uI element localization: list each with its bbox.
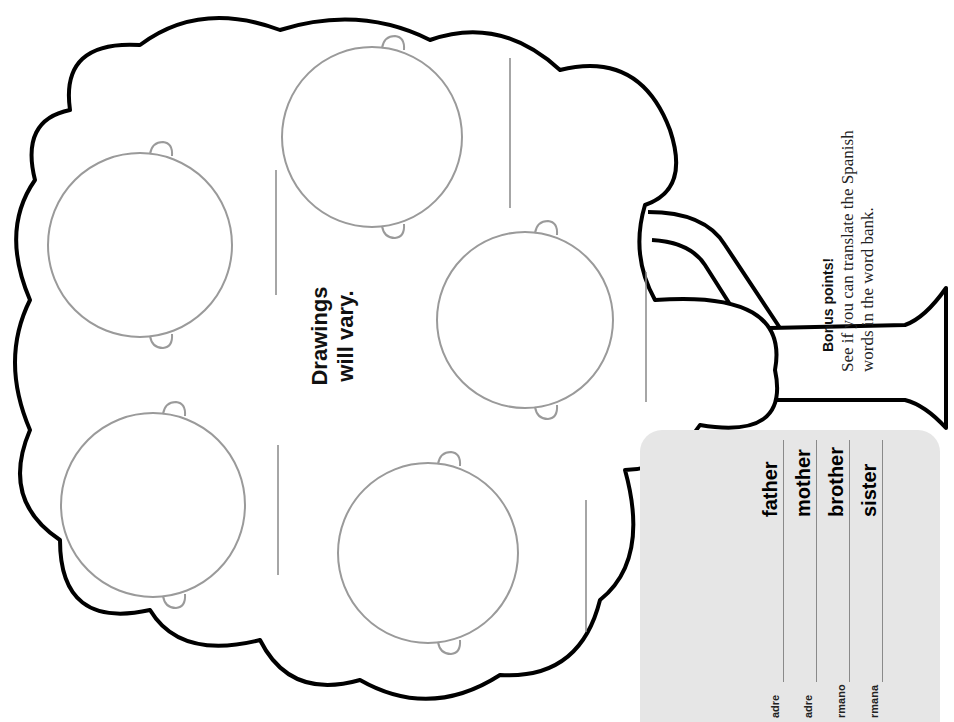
bonus-heading: Bonus points! <box>818 107 838 352</box>
ear <box>163 594 185 608</box>
head-circle <box>338 463 518 643</box>
english-answer: sister <box>857 464 881 517</box>
english-answer: mother <box>791 449 815 517</box>
ear <box>438 452 460 466</box>
word-bank-row: rmano brother <box>822 430 855 722</box>
ear <box>535 221 557 235</box>
bonus-instructions: See if you can translate the Spanish wor… <box>838 127 878 372</box>
spanish-word: rmano <box>835 684 848 718</box>
name-line <box>275 170 277 295</box>
name-lines <box>276 58 646 632</box>
name-line <box>645 272 647 402</box>
ear <box>438 640 460 654</box>
head-circle <box>48 153 232 337</box>
head-circle <box>61 413 245 597</box>
spanish-word: adre <box>769 695 782 718</box>
word-bank-box: adre father adre mother rmano brother rmana sis… <box>640 430 940 722</box>
head-outlines <box>48 36 613 654</box>
answer-note: Drawings will vary. <box>307 280 359 392</box>
name-line <box>509 58 511 208</box>
ear <box>382 224 404 238</box>
spanish-word: adre <box>802 695 815 718</box>
word-bank-row: rmana sister <box>855 430 888 722</box>
word-bank-row: adre father <box>756 430 789 722</box>
ear <box>382 36 404 50</box>
word-bank-row: adre mother <box>789 430 822 722</box>
head-circle <box>282 47 462 227</box>
spanish-word: rmana <box>868 685 881 718</box>
ear <box>163 402 185 416</box>
english-answer: father <box>758 461 782 517</box>
english-answer: brother <box>824 447 848 517</box>
ear <box>150 334 172 348</box>
ear <box>535 405 557 419</box>
ear <box>150 142 172 156</box>
head-circle <box>437 232 613 408</box>
name-line <box>585 500 587 632</box>
name-line <box>277 445 279 575</box>
